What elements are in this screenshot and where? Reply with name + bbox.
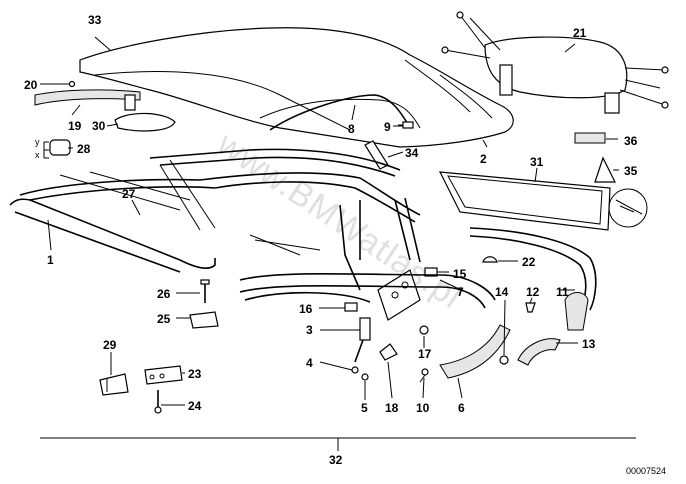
leader-lines: [40, 36, 619, 451]
label-17: 17: [418, 347, 432, 361]
rear-trim-strip: [34, 89, 141, 106]
storage-bag: [441, 11, 669, 114]
label-32: 32: [329, 453, 343, 467]
screw-20: [60, 80, 76, 88]
washer-17: [419, 325, 429, 335]
label-19: 19: [68, 119, 82, 133]
label-7: 7: [457, 285, 464, 299]
top-frame: [9, 148, 421, 291]
label-25: 25: [157, 312, 171, 326]
label-24: 24: [188, 399, 202, 413]
clip-36: [574, 132, 606, 144]
label-13: 13: [582, 337, 596, 351]
label-20: 20: [24, 78, 38, 92]
sublabel-x: x: [35, 150, 40, 160]
label-35: 35: [624, 164, 638, 178]
label-2: 2: [480, 152, 487, 166]
wedge-35: [594, 156, 616, 183]
label-10: 10: [416, 401, 430, 415]
sublabel-y: y: [35, 137, 40, 147]
label-6: 6: [458, 401, 465, 415]
label-36: 36: [624, 134, 638, 148]
label-14: 14: [495, 285, 509, 299]
label-3: 3: [306, 323, 313, 337]
fastener-9: [398, 121, 414, 129]
plate-18: [379, 343, 398, 361]
hinge-bracket: [377, 267, 438, 321]
label-29: 29: [103, 338, 117, 352]
label-33: 33: [88, 13, 102, 27]
label-18: 18: [385, 401, 399, 415]
bracket-25: [189, 311, 219, 329]
main-bow: [269, 94, 411, 131]
label-30: 30: [92, 119, 106, 133]
label-34: 34: [405, 146, 419, 160]
label-27: 27: [122, 187, 136, 201]
rear-window: [438, 171, 648, 231]
block-16: [344, 302, 358, 312]
side-seal: [439, 324, 511, 379]
label-8: 8: [348, 122, 355, 136]
clip-12: [525, 302, 536, 313]
label-1: 1: [47, 253, 54, 267]
diagram-number: 00007524: [626, 466, 666, 476]
label-31: 31: [530, 155, 544, 169]
label-15: 15: [453, 267, 467, 281]
weatherstrip-11: [469, 227, 597, 311]
label-23: 23: [188, 367, 202, 381]
knob-28: [43, 139, 71, 159]
seal-strip-7: [239, 272, 496, 301]
label-26: 26: [157, 287, 171, 301]
soft-top-canvas: [79, 27, 514, 148]
label-22: 22: [522, 255, 536, 269]
label-12: 12: [526, 285, 540, 299]
label-11: 11: [556, 285, 569, 299]
label-9: 9: [384, 120, 391, 134]
bracket-29: [99, 373, 129, 396]
label-5: 5: [361, 401, 368, 415]
seal-piece-13: [517, 338, 561, 366]
pin-24: [154, 390, 162, 414]
latch-23: [144, 365, 183, 385]
label-21: 21: [573, 26, 587, 40]
nut-5: [361, 373, 369, 381]
callout-labels: 33 21 20 19 30 8 9 36 28 y x 34 2 31 35 …: [24, 13, 666, 476]
cover-plate: [114, 94, 176, 132]
cap-22: [482, 256, 498, 263]
label-28: 28: [77, 142, 91, 156]
nut-4: [351, 366, 359, 374]
label-4: 4: [306, 356, 313, 370]
label-16: 16: [299, 302, 313, 316]
screw-10: [419, 368, 429, 383]
bolt-26: [200, 279, 210, 303]
gas-strut: [354, 317, 371, 363]
bushing-14: [499, 355, 509, 365]
